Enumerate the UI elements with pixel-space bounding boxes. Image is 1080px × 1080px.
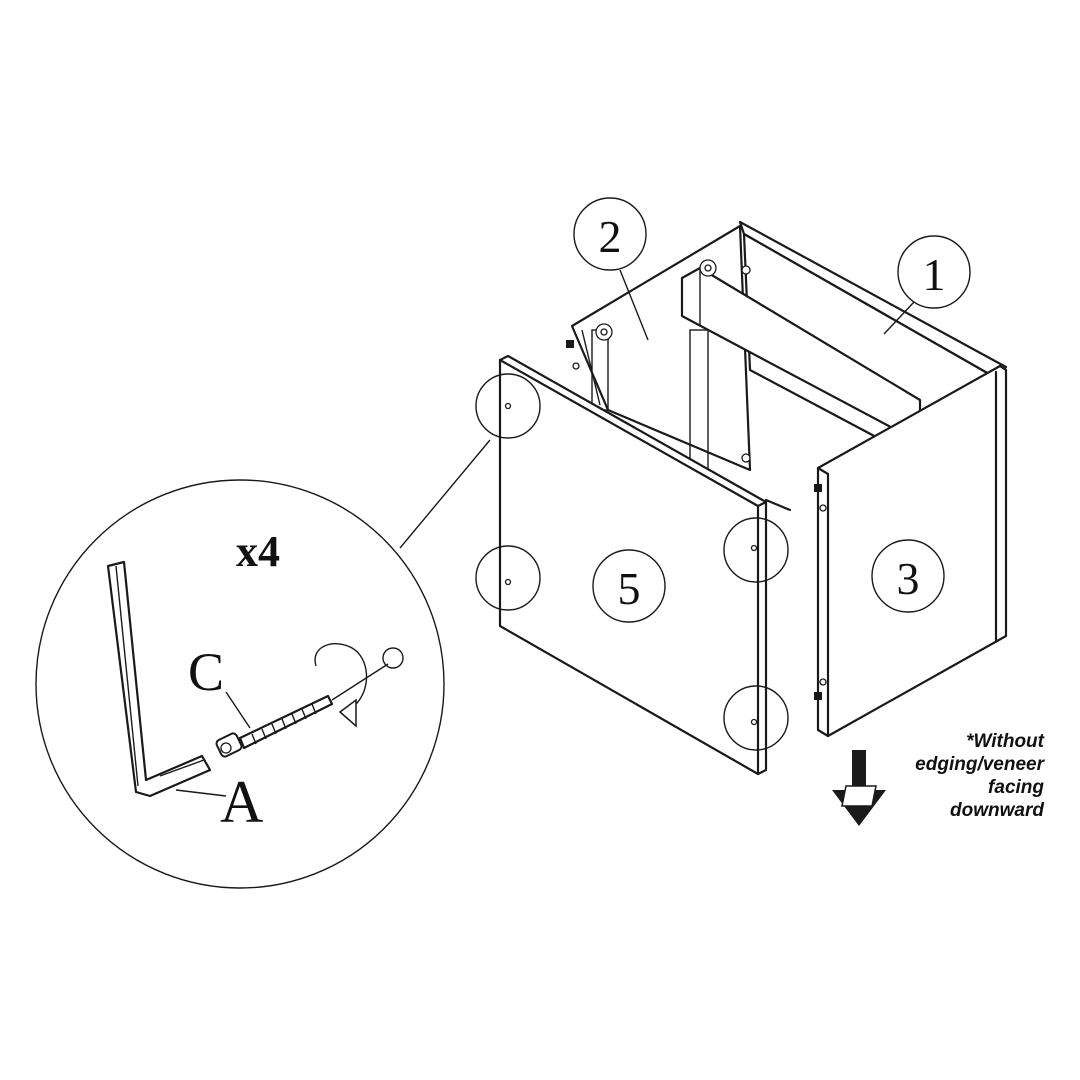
quantity-label: x4 (236, 527, 280, 576)
dowel (814, 692, 822, 700)
screw-position (475, 545, 541, 611)
label-part-1: 1 (923, 249, 946, 300)
screw-icon (215, 647, 404, 758)
hardware-label-a: A (220, 769, 263, 835)
panel-3 (816, 364, 1008, 738)
screw-position (723, 517, 789, 583)
note-line-3: facing (988, 777, 1044, 798)
allen-key-icon (106, 560, 212, 798)
note-line-2: edging/veneer (915, 754, 1044, 775)
hardware-label-c: C (188, 642, 224, 702)
label-part-3: 3 (897, 553, 920, 604)
dowel (814, 484, 822, 492)
panel-5 (498, 354, 768, 776)
rotate-arrow-icon (314, 643, 368, 728)
dowel (566, 340, 574, 348)
down-arrow-icon (832, 750, 886, 826)
detail-callout: x4 C A (35, 439, 491, 889)
note-line-1: *Without (966, 731, 1044, 752)
orientation-note: *Without edging/veneer facing downward (844, 730, 1044, 822)
screw-position (475, 373, 541, 439)
label-part-5: 5 (618, 563, 641, 614)
note-line-4: downward (950, 800, 1044, 821)
screw-position (723, 685, 789, 751)
label-part-2: 2 (599, 211, 622, 262)
part-labels: 2 1 3 5 (573, 197, 971, 623)
cabinet (475, 220, 1008, 776)
